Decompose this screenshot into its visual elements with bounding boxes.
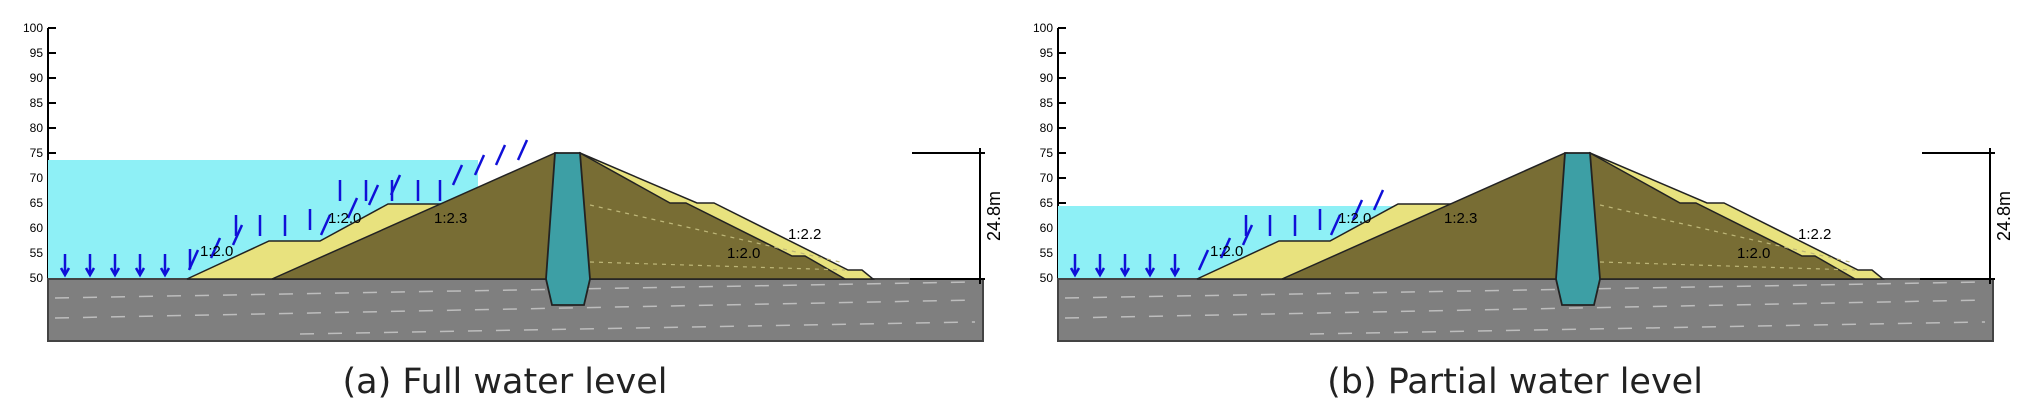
slope-label-core: 1:2.3 (434, 210, 467, 227)
panel-partial-water-level: 100 95 90 85 80 75 70 65 60 55 50 (1010, 0, 2020, 412)
y-tick-label: 80 (30, 121, 44, 135)
dam-body-downstream (579, 151, 848, 280)
y-tick-label: 80 (1040, 121, 1054, 135)
y-tick-label: 55 (1040, 246, 1054, 260)
y-tick-label: 75 (1040, 146, 1054, 160)
impervious-core (1555, 152, 1601, 306)
slope-label-upstream-upper: 1:2.0 (1338, 210, 1371, 227)
caption-partial-water-level: (b) Partial water level (1327, 362, 1703, 402)
y-tick-label: 60 (30, 221, 44, 235)
panel-full-water-level: 100 95 90 85 80 75 70 65 60 55 50 (0, 0, 1010, 412)
foundation (47, 278, 984, 342)
y-tick-label: 60 (1040, 221, 1054, 235)
y-tick-label: 70 (1040, 171, 1054, 185)
y-tick-label: 65 (30, 196, 44, 210)
foundation-hatching (54, 281, 976, 335)
y-tick-label: 85 (30, 96, 44, 110)
caption-full-water-level: (a) Full water level (342, 362, 668, 402)
foundation-hatching (1064, 281, 1986, 335)
y-tick-label: 90 (30, 71, 44, 85)
dam-height-dimension: 24.8m (1920, 148, 2014, 284)
y-tick-label: 55 (30, 246, 44, 260)
dam-cross-section-full: 100 95 90 85 80 75 70 65 60 55 50 (23, 21, 1004, 342)
hydrostatic-pressure-arrows (59, 139, 529, 278)
foundation (1057, 278, 1994, 342)
y-tick-label: 95 (30, 46, 44, 60)
slope-label-core: 1:2.3 (1444, 210, 1477, 227)
y-tick-label: 100 (23, 21, 43, 35)
dam-cross-section-partial: 100 95 90 85 80 75 70 65 60 55 50 (1033, 21, 2014, 342)
y-tick-label: 50 (1040, 271, 1054, 285)
y-tick-label: 95 (1040, 46, 1054, 60)
slope-label-downstream-inner: 1:2.0 (727, 245, 760, 262)
y-tick-label: 100 (1033, 21, 1053, 35)
slope-label-upstream-lower: 1:2.0 (1210, 243, 1243, 260)
slope-label-downstream-outer: 1:2.2 (788, 226, 821, 243)
slope-label-upstream-upper: 1:2.0 (328, 210, 361, 227)
hydrostatic-pressure-arrows (1069, 189, 1385, 278)
dam-height-dimension: 24.8m (910, 148, 1004, 284)
slope-label-downstream-inner: 1:2.0 (1737, 245, 1770, 262)
phreatic-lines (589, 204, 846, 271)
y-tick-label: 65 (1040, 196, 1054, 210)
slope-label-upstream-lower: 1:2.0 (200, 243, 233, 260)
y-tick-label: 70 (30, 171, 44, 185)
phreatic-lines (1599, 204, 1856, 271)
impervious-core (545, 152, 591, 306)
dam-height-label: 24.8m (984, 191, 1004, 241)
y-tick-label: 75 (30, 146, 44, 160)
y-tick-label: 90 (1040, 71, 1054, 85)
dam-body-downstream (1589, 151, 1858, 280)
dam-height-label: 24.8m (1994, 191, 2014, 241)
y-tick-label: 50 (30, 271, 44, 285)
y-tick-label: 85 (1040, 96, 1054, 110)
slope-label-downstream-outer: 1:2.2 (1798, 226, 1831, 243)
